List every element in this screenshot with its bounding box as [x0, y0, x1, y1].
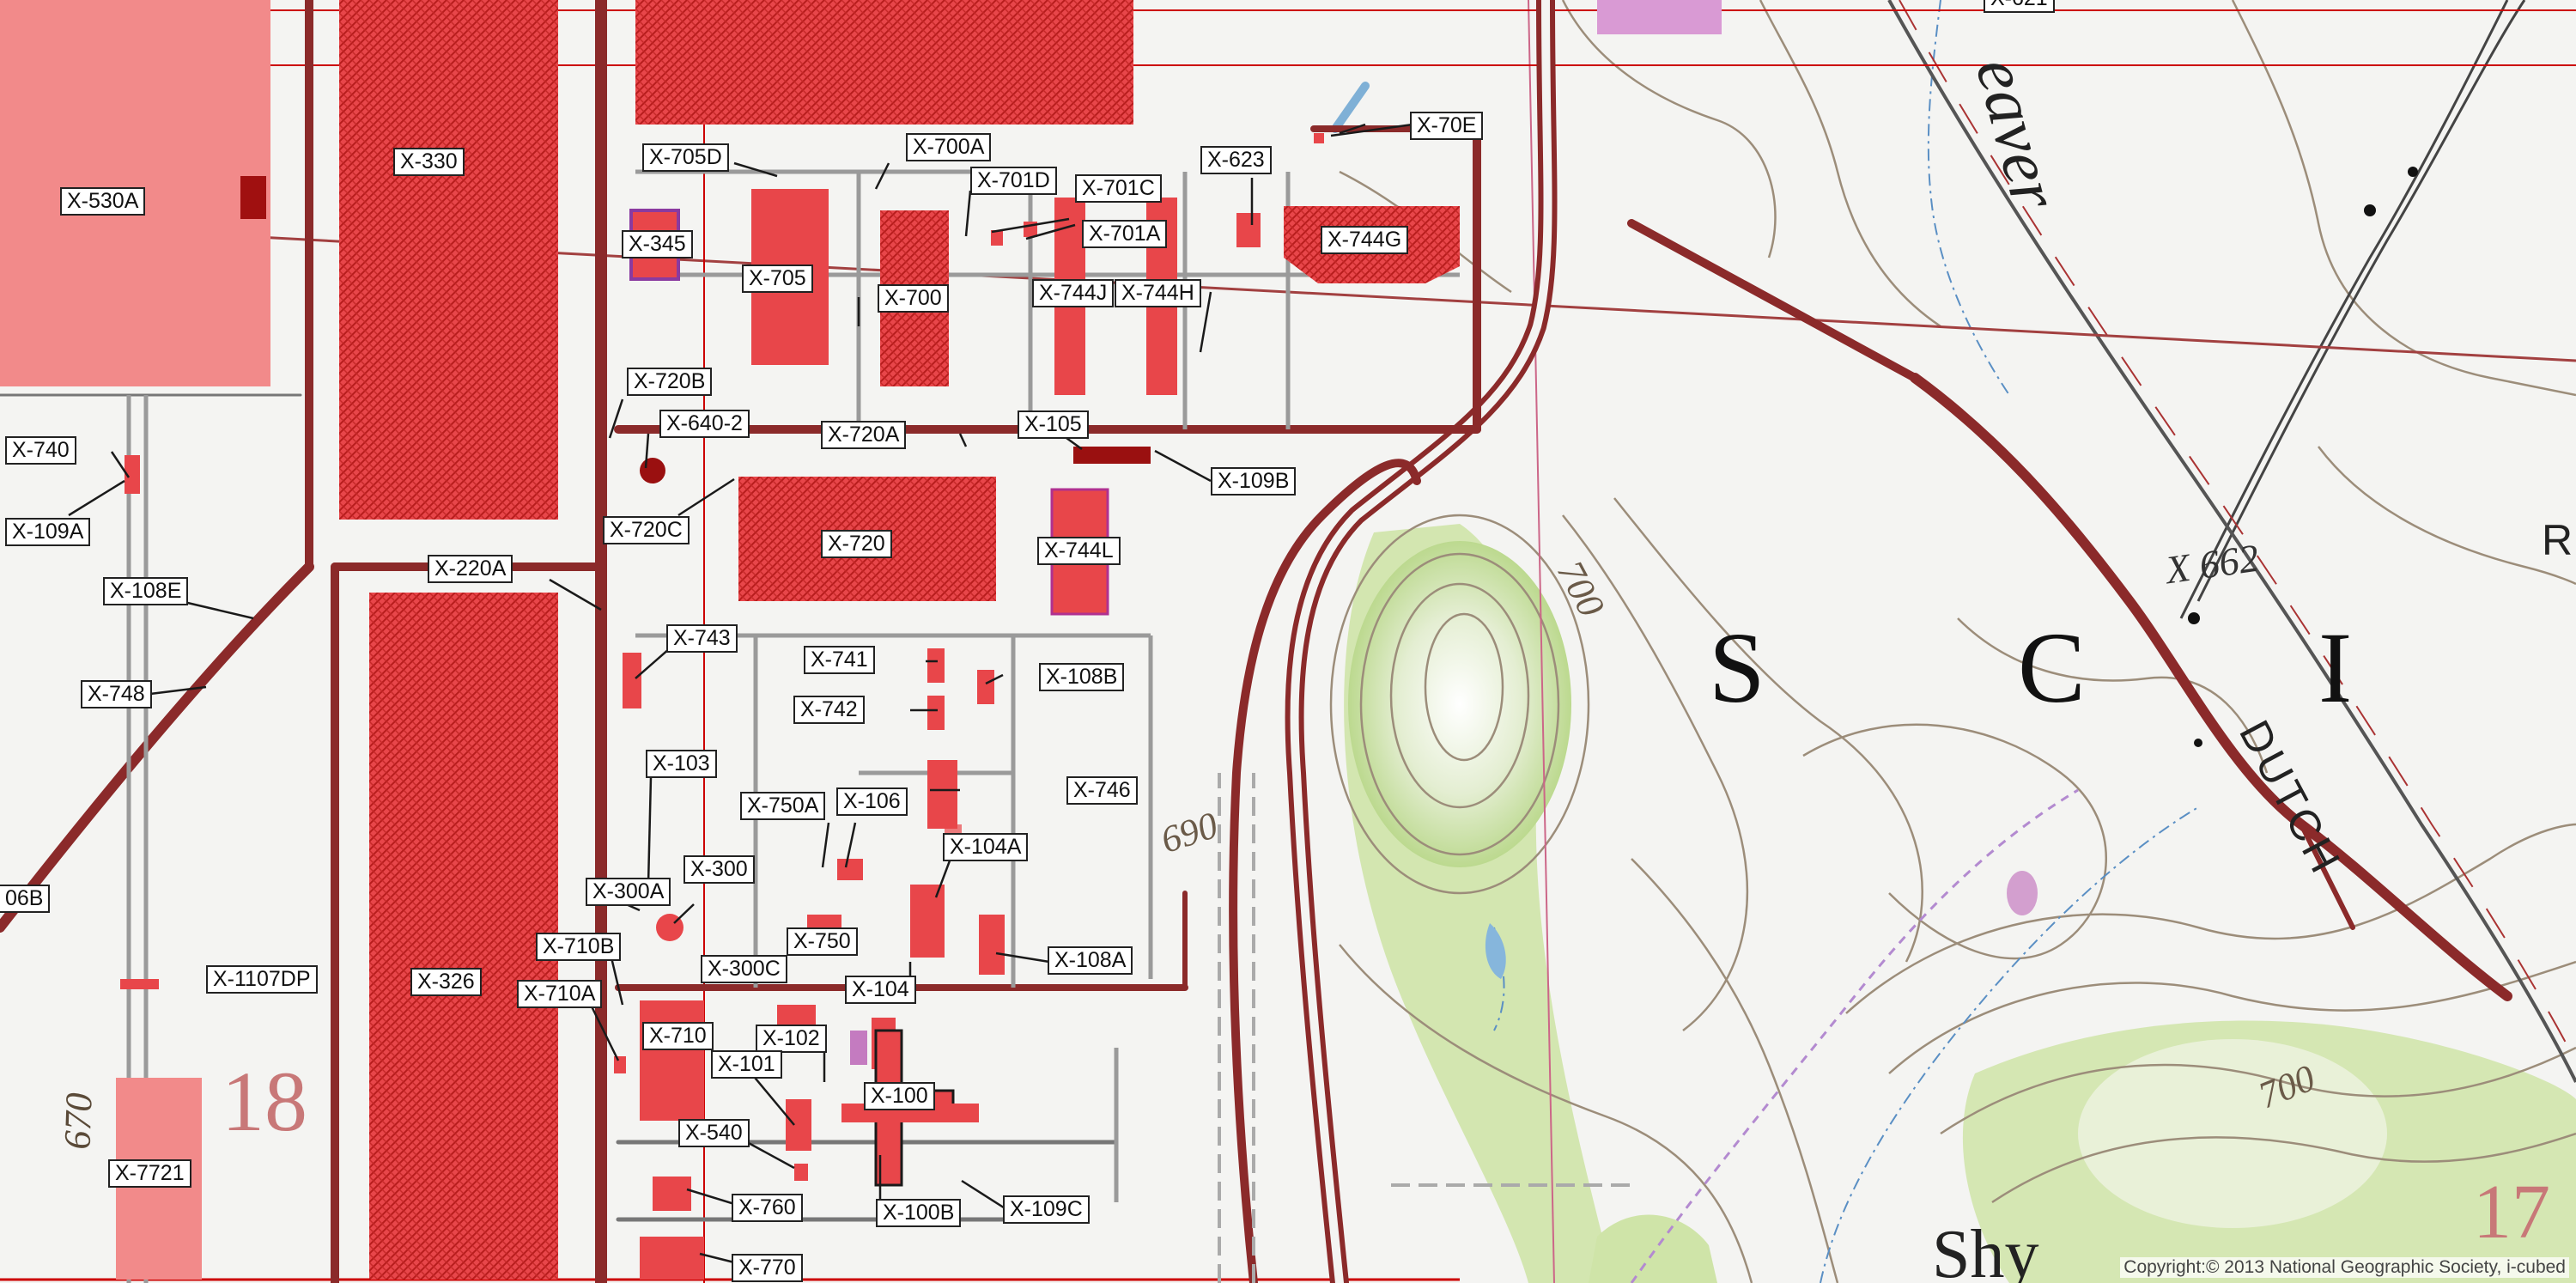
road-diagonal: [1887, 0, 2576, 1083]
facility-label-x-744h[interactable]: X-744H: [1115, 279, 1201, 307]
facility-label-x-1107dp[interactable]: X-1107DP: [206, 965, 318, 994]
facility-label-06b[interactable]: 06B: [0, 885, 51, 913]
pond-north: [1331, 82, 1370, 133]
facility-label-x-220a[interactable]: X-220A: [428, 555, 513, 583]
facility-label-x-7721[interactable]: X-7721: [108, 1159, 191, 1188]
railroad-spurs: [1218, 773, 1631, 1283]
facility-label-x-300[interactable]: X-300: [683, 855, 755, 884]
facility-label-x-300c[interactable]: X-300C: [701, 955, 787, 983]
copyright-notice: Copyright:© 2013 National Geographic Soc…: [2120, 1257, 2569, 1278]
facility-label-x-720[interactable]: X-720: [821, 530, 892, 558]
facility-label-x-750[interactable]: X-750: [787, 927, 858, 956]
facility-label-x-109c[interactable]: X-109C: [1003, 1195, 1090, 1224]
facility-label-x-770[interactable]: X-770: [732, 1254, 803, 1282]
elevation-label-670: 670: [56, 1091, 100, 1151]
facility-label-x-108e[interactable]: X-108E: [103, 577, 189, 605]
facility-label-x-701d[interactable]: X-701D: [970, 167, 1057, 195]
facility-label-x-530a[interactable]: X-530A: [60, 187, 146, 216]
facility-label-x-621[interactable]: X-621: [1984, 0, 2055, 13]
facility-label-x-705d[interactable]: X-705D: [642, 143, 729, 172]
facility-label-x-744l[interactable]: X-744L: [1037, 537, 1121, 565]
facility-label-x-720a[interactable]: X-720A: [821, 421, 907, 449]
facility-label-x-623[interactable]: X-623: [1200, 146, 1272, 174]
facility-label-x-103[interactable]: X-103: [646, 750, 717, 778]
section-number-18: 18: [222, 1054, 307, 1149]
facility-label-x-760[interactable]: X-760: [732, 1194, 803, 1222]
facility-label-x-746[interactable]: X-746: [1066, 776, 1138, 805]
facility-label-x-108a[interactable]: X-108A: [1048, 946, 1133, 975]
facility-label-x-710a[interactable]: X-710A: [517, 980, 603, 1008]
road-diagonal-red: [1899, 0, 2576, 1064]
facility-label-x-743[interactable]: X-743: [666, 624, 738, 653]
facility-label-x-710b[interactable]: X-710B: [536, 933, 622, 961]
pond-south: [1485, 923, 1506, 979]
map-letter-i: I: [2318, 611, 2353, 724]
facility-label-x-326[interactable]: X-326: [410, 968, 482, 996]
map-letter-c: C: [2018, 611, 2086, 724]
purple-building: [850, 1031, 867, 1065]
facility-label-x-710[interactable]: X-710: [642, 1022, 714, 1050]
facility-label-x-101[interactable]: X-101: [711, 1050, 782, 1079]
facility-label-x-300a[interactable]: X-300A: [586, 878, 671, 906]
facility-label-x-705[interactable]: X-705: [742, 265, 813, 293]
facility-label-x-720c[interactable]: X-720C: [603, 516, 690, 544]
facility-label-x-330[interactable]: X-330: [393, 148, 465, 176]
contour-lines: [1329, 0, 2576, 1283]
facility-label-x-108b[interactable]: X-108B: [1039, 663, 1125, 691]
facility-label-x-104a[interactable]: X-104A: [943, 833, 1029, 861]
facility-label-x-701a[interactable]: X-701A: [1082, 220, 1168, 248]
facility-label-x-700[interactable]: X-700: [878, 284, 949, 313]
pink-feature: [2007, 871, 2038, 915]
facility-label-x-100b[interactable]: X-100B: [876, 1199, 962, 1227]
power-line: [1630, 788, 2079, 1283]
benchmark-symbols: [2188, 167, 2418, 747]
facility-label-x-744g[interactable]: X-744G: [1321, 226, 1409, 254]
facility-label-x-700a[interactable]: X-700A: [906, 133, 992, 161]
facility-label-x-105[interactable]: X-105: [1018, 410, 1089, 439]
road-label-r: R: [2542, 516, 2573, 564]
facility-label-x-100[interactable]: X-100: [864, 1082, 935, 1110]
facility-label-x-748[interactable]: X-748: [81, 680, 152, 708]
facility-label-x-742[interactable]: X-742: [793, 696, 865, 724]
facility-label-x-106[interactable]: X-106: [836, 787, 908, 816]
section-number-17: 17: [2473, 1170, 2550, 1255]
facility-label-x-345[interactable]: X-345: [622, 230, 693, 258]
rail-lines: [2179, 0, 2526, 619]
facility-label-x-740[interactable]: X-740: [5, 436, 76, 465]
facility-label-x-104[interactable]: X-104: [845, 976, 916, 1004]
facility-label-x-540[interactable]: X-540: [678, 1119, 750, 1147]
facility-label-x-640-2[interactable]: X-640-2: [659, 410, 750, 438]
facility-label-x-750a[interactable]: X-750A: [740, 792, 826, 820]
facility-label-x-741[interactable]: X-741: [804, 646, 875, 674]
facility-label-x-720b[interactable]: X-720B: [627, 368, 713, 396]
facility-label-x-744j[interactable]: X-744J: [1032, 279, 1115, 307]
map-letter-s: S: [1709, 611, 1765, 724]
facility-label-x-102[interactable]: X-102: [756, 1025, 827, 1053]
facility-label-x-109a[interactable]: X-109A: [5, 518, 91, 546]
facility-label-x-109b[interactable]: X-109B: [1211, 467, 1297, 496]
facility-label-x-70e[interactable]: X-70E: [1410, 112, 1484, 140]
place-label-shy: Shy: [1932, 1217, 2039, 1283]
facility-label-x-701c[interactable]: X-701C: [1075, 174, 1162, 203]
